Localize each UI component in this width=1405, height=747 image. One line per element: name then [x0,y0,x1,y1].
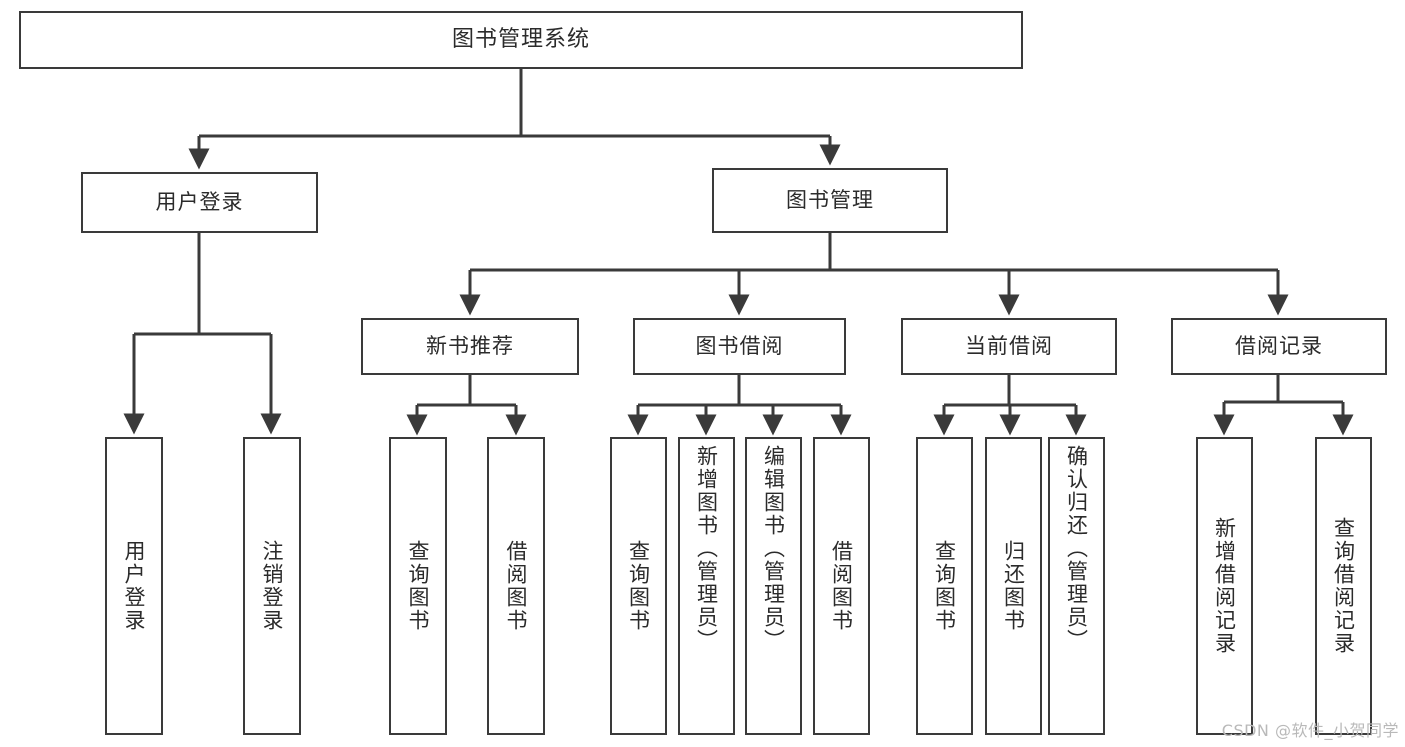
node-book-borrow[interactable]: 图书借阅 [633,318,846,375]
leaf-query-book-2[interactable]: 查询图书 [610,437,667,735]
node-label: 新增图书（管理员） [694,445,719,652]
leaf-query-book-3[interactable]: 查询图书 [916,437,973,735]
node-label: 编辑图书（管理员） [761,445,786,652]
node-label: 归还图书 [1001,540,1026,632]
node-book-manage[interactable]: 图书管理 [712,168,948,233]
node-borrow-record[interactable]: 借阅记录 [1171,318,1387,375]
node-label: 借阅记录 [1235,333,1323,358]
node-label: 新增借阅记录 [1212,517,1237,655]
node-root-system[interactable]: 图书管理系统 [19,11,1023,69]
leaf-return-book[interactable]: 归还图书 [985,437,1042,735]
node-label: 图书借阅 [695,333,784,358]
node-new-book-recommend[interactable]: 新书推荐 [361,318,579,375]
node-label: 查询图书 [932,540,957,632]
node-current-borrow[interactable]: 当前借阅 [901,318,1117,375]
node-label: 查询借阅记录 [1331,517,1356,655]
leaf-query-record[interactable]: 查询借阅记录 [1315,437,1372,735]
node-label: 借阅图书 [829,540,854,632]
node-label: 当前借阅 [965,333,1053,358]
leaf-borrow-book-1[interactable]: 借阅图书 [487,437,545,735]
watermark-text: CSDN @软件_小贺同学 [1221,721,1399,740]
leaf-add-book[interactable]: 新增图书（管理员） [678,437,735,735]
node-label: 注销登录 [260,540,285,632]
node-label: 查询图书 [406,540,431,632]
node-label: 图书管理 [786,187,874,212]
leaf-user-login[interactable]: 用户登录 [105,437,163,735]
node-label: 新书推荐 [426,333,514,358]
node-user-login[interactable]: 用户登录 [81,172,318,233]
leaf-logout-login[interactable]: 注销登录 [243,437,301,735]
node-label: 借阅图书 [504,540,529,632]
node-label: 查询图书 [626,540,651,632]
leaf-borrow-book-2[interactable]: 借阅图书 [813,437,870,735]
node-label: 用户登录 [122,540,147,632]
leaf-query-book-1[interactable]: 查询图书 [389,437,447,735]
leaf-edit-book[interactable]: 编辑图书（管理员） [745,437,802,735]
leaf-add-record[interactable]: 新增借阅记录 [1196,437,1253,735]
leaf-confirm-return[interactable]: 确认归还（管理员） [1048,437,1105,735]
node-label: 用户登录 [155,189,244,214]
node-label: 图书管理系统 [451,26,590,52]
node-label: 确认归还（管理员） [1064,445,1089,652]
